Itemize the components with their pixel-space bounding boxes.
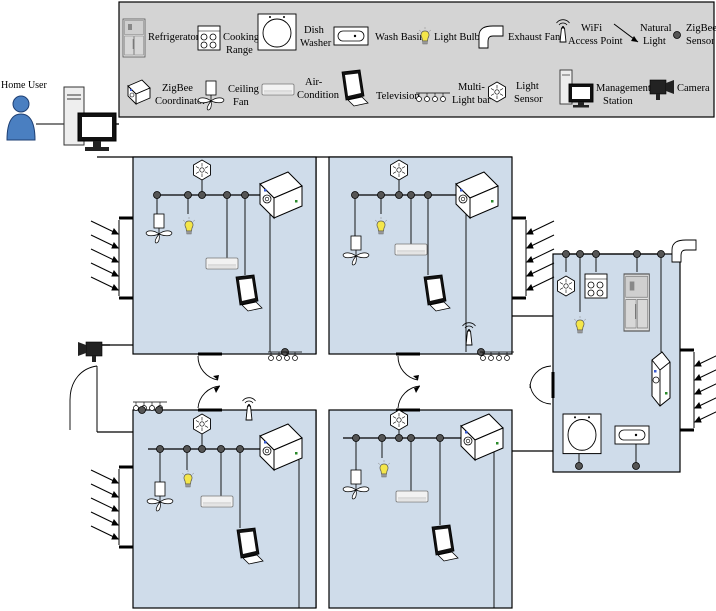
dish-washer-icon — [562, 413, 602, 455]
legend-dish-washer-2: Washer — [300, 38, 332, 49]
legend-television: Television — [376, 91, 420, 102]
legend-natural-light-1: Natural — [640, 23, 672, 34]
light-sensor-icon — [390, 409, 408, 431]
air-condition-icon — [395, 490, 429, 503]
home-user: Home User — [1, 80, 117, 152]
legend-management-station-2: Station — [603, 96, 634, 107]
home-user-icon — [6, 95, 36, 141]
legend-refrigerator: Refrigerator — [148, 32, 200, 43]
zigbee-sensor-icon — [673, 31, 681, 39]
legend-light-sensor-1: Light — [516, 81, 539, 92]
legend-zigbee-coordinator-1: ZigBee — [162, 83, 193, 94]
refrigerator-icon — [623, 273, 651, 332]
legend-ceiling-fan-1: Ceiling — [228, 84, 260, 95]
camera-icon — [77, 341, 110, 363]
room-bottom-right-devices — [342, 409, 504, 608]
legend-zigbee-sensor-1: ZigBee — [686, 23, 716, 34]
cooking-range-icon — [197, 25, 221, 51]
air-condition-icon — [200, 495, 234, 508]
kitchen-devices — [557, 250, 671, 470]
legend-multi-light-1: Multi- — [458, 82, 485, 93]
legend-ceiling-fan-2: Fan — [233, 97, 250, 108]
legend-wash-basin: Wash Basin — [375, 32, 425, 43]
legend-exhaust-fan: Exhaust Fan — [508, 32, 561, 43]
wash-basin-icon — [614, 425, 650, 445]
legend-multi-light-2: Light bar — [452, 95, 491, 106]
legend-air-condition-1: Air- — [305, 77, 323, 88]
legend-wifi-1: WiFi — [581, 23, 602, 34]
light-sensor-icon — [390, 159, 408, 181]
legend-wifi-2: Access Point — [568, 36, 623, 47]
legend-light-sensor-2: Sensor — [514, 94, 543, 105]
legend-zigbee-coordinator-2: Coordinator — [155, 96, 206, 107]
legend-camera: Camera — [677, 83, 710, 94]
natural-light-icon — [613, 23, 639, 43]
cooking-range-icon — [584, 273, 608, 299]
legend-zigbee-sensor-2: Sensor — [686, 36, 715, 47]
legend-cooking-range-1: Cooking — [223, 32, 260, 43]
air-condition-icon — [394, 243, 428, 256]
legend-dish-washer-1: Dish — [304, 25, 325, 36]
air-condition-icon — [205, 257, 239, 270]
management-station-icon — [63, 86, 117, 152]
legend-management-station-1: Management — [596, 83, 651, 94]
zigbee-coordinator-icon — [651, 351, 671, 407]
room-bottom-left-devices — [132, 397, 303, 608]
doors — [69, 352, 555, 432]
legend-cooking-range-2: Range — [226, 45, 253, 56]
dish-washer-icon — [257, 13, 297, 51]
exhaust-fan-icon — [671, 239, 697, 263]
refrigerator-icon — [122, 18, 146, 58]
home-user-label: Home User — [1, 80, 47, 91]
room-top-right-devices — [342, 159, 515, 361]
air-condition-icon — [261, 83, 295, 96]
light-sensor-icon — [488, 81, 506, 103]
light-sensor-icon — [193, 413, 211, 435]
light-sensor-icon — [193, 159, 211, 181]
legend-light-bulb: Light Bulb — [434, 32, 480, 43]
wash-basin-icon — [333, 26, 369, 46]
legend-air-condition-2: Condition — [297, 90, 340, 101]
room-top-left-devices — [145, 159, 303, 361]
legend-natural-light-2: Light — [643, 36, 666, 47]
light-sensor-icon — [557, 275, 575, 297]
legend-panel: Refrigerator Cooking Range Dish Washer W… — [118, 1, 716, 118]
